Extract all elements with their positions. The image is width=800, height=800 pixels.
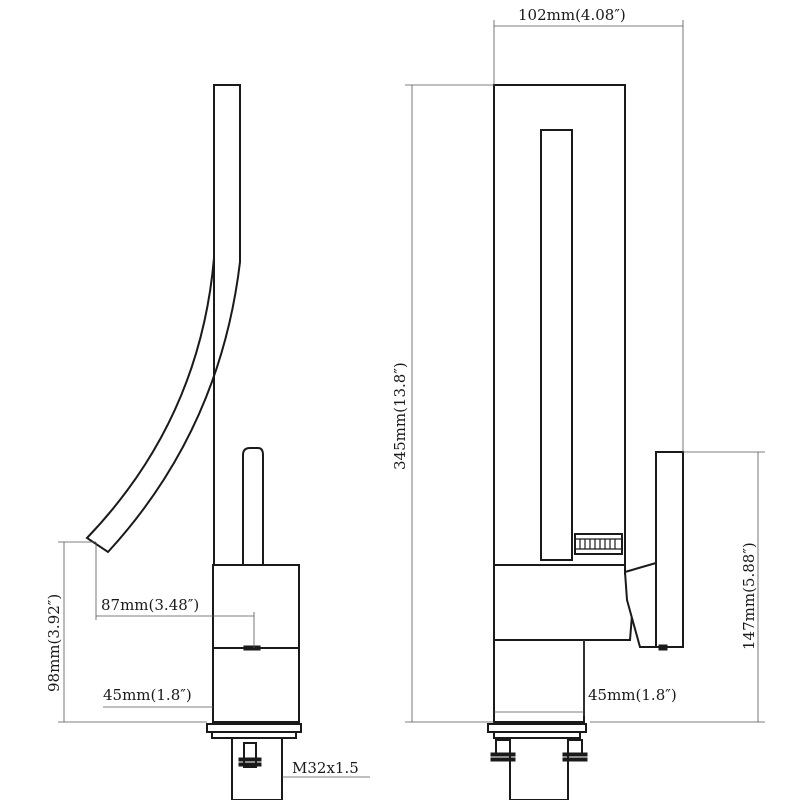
dim-total-height: 345mm(13.8″) bbox=[391, 362, 409, 470]
front-shank bbox=[509, 737, 569, 800]
side-body-lower bbox=[212, 647, 300, 723]
dim-top-width: 102mm(4.08″) bbox=[518, 6, 626, 24]
side-body-upper bbox=[212, 564, 300, 649]
dim-thread: M32x1.5 bbox=[292, 759, 359, 777]
dim-base-right: 45mm(1.8″) bbox=[588, 686, 677, 704]
front-inner-slot bbox=[540, 129, 573, 561]
dim-spout-reach: 87mm(3.48″) bbox=[101, 596, 199, 614]
dimension-lines bbox=[58, 20, 765, 778]
front-handle bbox=[655, 451, 684, 648]
side-handle bbox=[242, 447, 264, 566]
front-base-flange bbox=[487, 723, 587, 733]
dim-handle-height: 147mm(5.88″) bbox=[740, 542, 758, 650]
side-spout bbox=[85, 84, 241, 554]
dim-spout-height: 98mm(3.92″) bbox=[45, 594, 63, 692]
side-view bbox=[85, 84, 302, 800]
dim-base-left: 45mm(1.8″) bbox=[103, 686, 192, 704]
front-body bbox=[493, 564, 637, 723]
side-base-flange bbox=[206, 723, 302, 733]
front-view bbox=[487, 84, 684, 800]
